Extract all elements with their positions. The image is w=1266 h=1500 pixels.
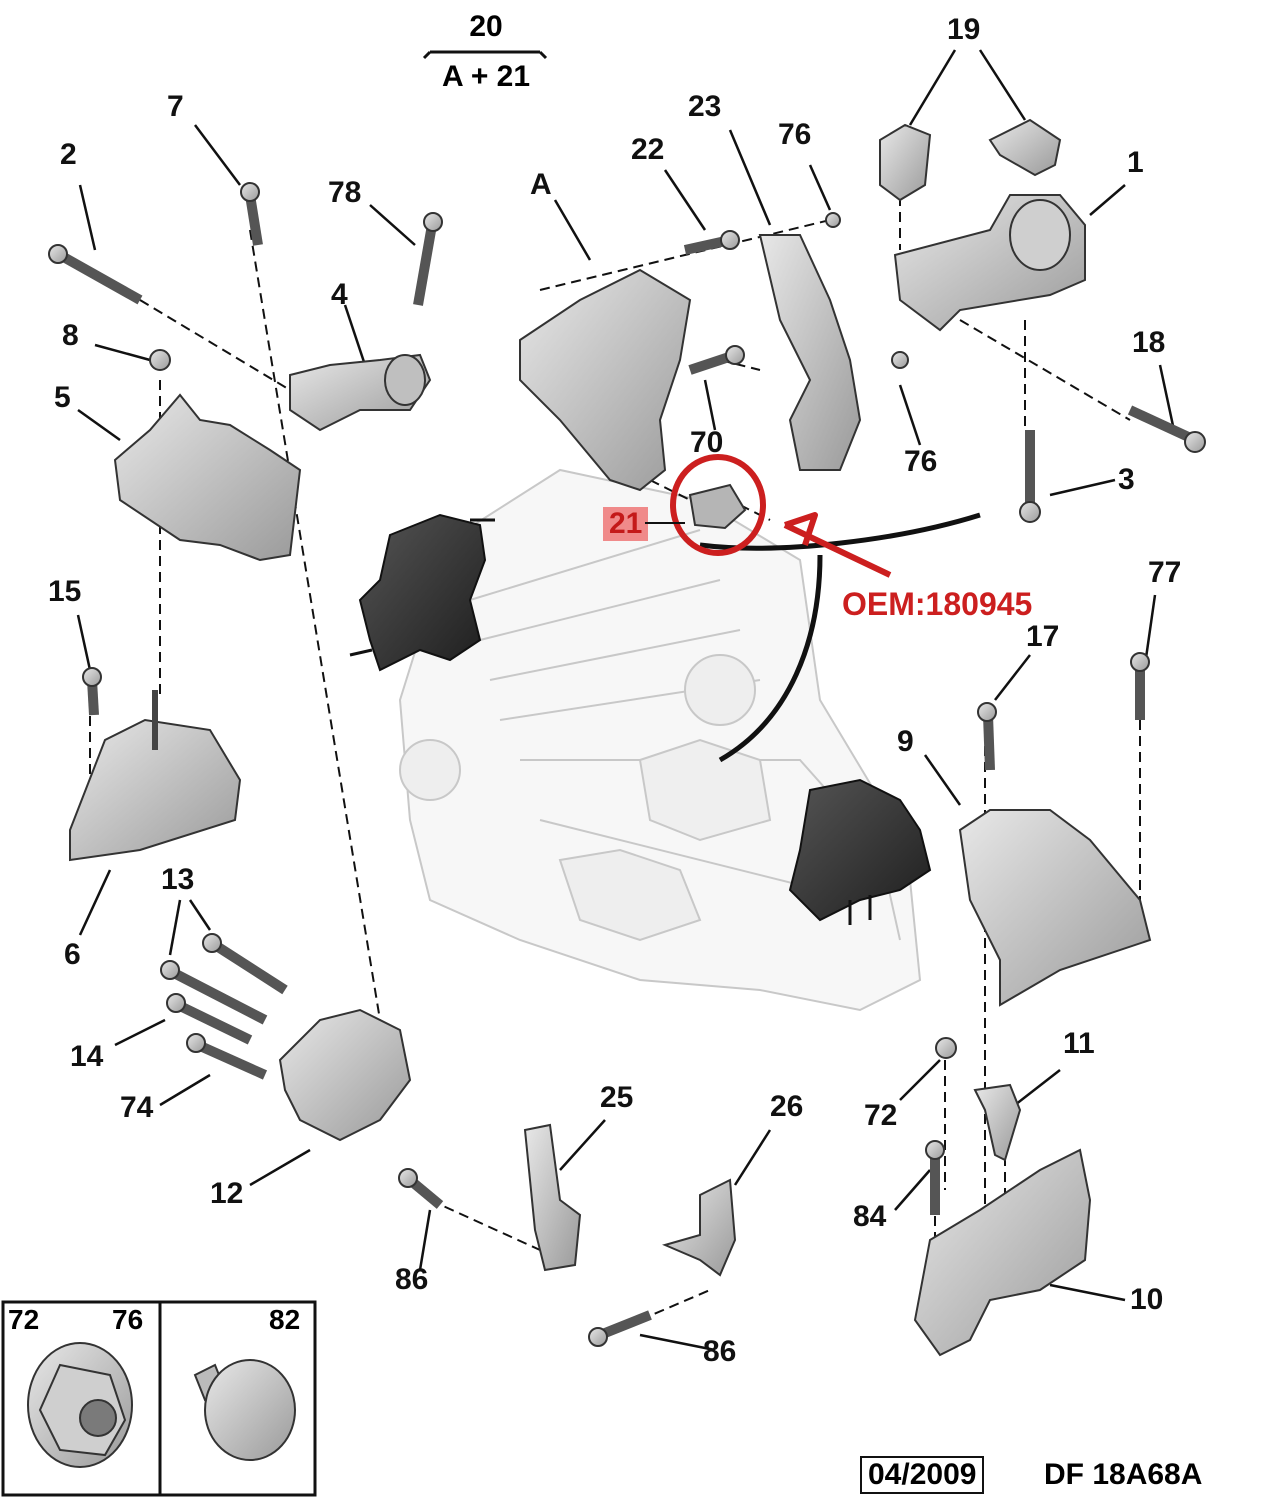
part-9-mount [958,809,1152,1007]
callout-78: 78 [328,176,362,209]
part-6-mount [69,718,242,862]
callout-76-top: 76 [778,118,812,151]
part-19-clip [879,123,932,202]
bolt-84 [925,1140,945,1215]
footer-date: 04/2009 [860,1456,985,1494]
callout-4: 4 [331,278,348,311]
part-11-clip [973,1083,1022,1162]
footer-code: DF 18A68A [1044,1458,1203,1491]
bolt-22 [683,230,740,255]
highlighted-part-21: 21 [603,507,649,541]
callout-23: 23 [688,90,722,123]
callout-5: 5 [54,381,71,414]
callout-A: A [530,168,552,201]
legend-nut-drawing [27,1342,133,1468]
engine-block [398,468,922,1012]
callout-86-bottom: 86 [703,1335,737,1368]
nut-76a [825,212,841,228]
bolt-70 [688,345,745,375]
part-25-bracket [523,1123,582,1272]
callout-15: 15 [48,575,82,608]
part-12-mount [278,1008,412,1142]
nut-72 [935,1037,957,1059]
bolt-2 [48,244,143,305]
callout-17: 17 [1026,620,1060,653]
legend-box [1,1300,317,1497]
engine-mount-dark-right [788,778,932,925]
callout-25: 25 [600,1081,634,1114]
callout-76-right: 76 [904,445,938,478]
legend-label-76: 76 [112,1304,144,1335]
part-21-bushing [688,483,747,530]
callout-26: 26 [770,1090,804,1123]
callout-12: 12 [210,1177,244,1210]
callout-22: 22 [631,133,665,166]
part-19-cap [988,118,1062,177]
part-A-bracket [519,268,692,492]
group-formula: A + 21 [441,60,531,93]
bolts-13-14-74 [160,933,288,1080]
part-10-bracket [913,1148,1092,1357]
callout-72: 72 [864,1099,898,1132]
callout-70: 70 [690,426,724,459]
callout-9: 9 [897,725,914,758]
callout-19: 19 [947,13,981,46]
part-23-bracket [758,234,862,471]
oem-number: OEM:180945 [842,586,1033,622]
callout-2: 2 [60,138,77,171]
callout-7: 7 [167,90,184,123]
legend-label-82: 82 [269,1304,301,1335]
nut-76b [891,351,909,369]
bolt-18 [1127,405,1206,453]
part-26-bracket [662,1178,737,1277]
callout-13: 13 [161,863,195,896]
legend-bolt-drawing [193,1359,296,1461]
callout-14: 14 [70,1040,104,1073]
bolt-77 [1130,652,1150,720]
highlight-marker [670,454,892,578]
callout-10: 10 [1130,1283,1164,1316]
bolt-3 [1019,430,1041,523]
bolt-86b [588,1310,652,1347]
callout-86-left: 86 [395,1263,429,1296]
engine-mount-dark-left [349,513,495,672]
legend-label-72: 72 [8,1304,40,1335]
group-number: 20 [469,10,503,43]
part-21-leader [645,522,685,524]
bolt-17 [977,702,997,771]
callout-3: 3 [1118,463,1135,496]
callout-6: 6 [64,938,81,971]
bolt-86a [398,1168,444,1209]
bolt-8 [149,349,171,371]
callout-74: 74 [120,1091,154,1124]
bolt-78 [413,212,443,306]
callout-8: 8 [62,319,79,352]
callout-18: 18 [1132,326,1166,359]
callout-1: 1 [1127,146,1144,179]
callout-77: 77 [1148,556,1182,589]
bolt-7 [240,182,263,246]
bolt-15 [82,667,102,716]
callout-84: 84 [853,1200,887,1233]
callout-11: 11 [1063,1027,1095,1060]
part-5-bracket [113,393,302,562]
